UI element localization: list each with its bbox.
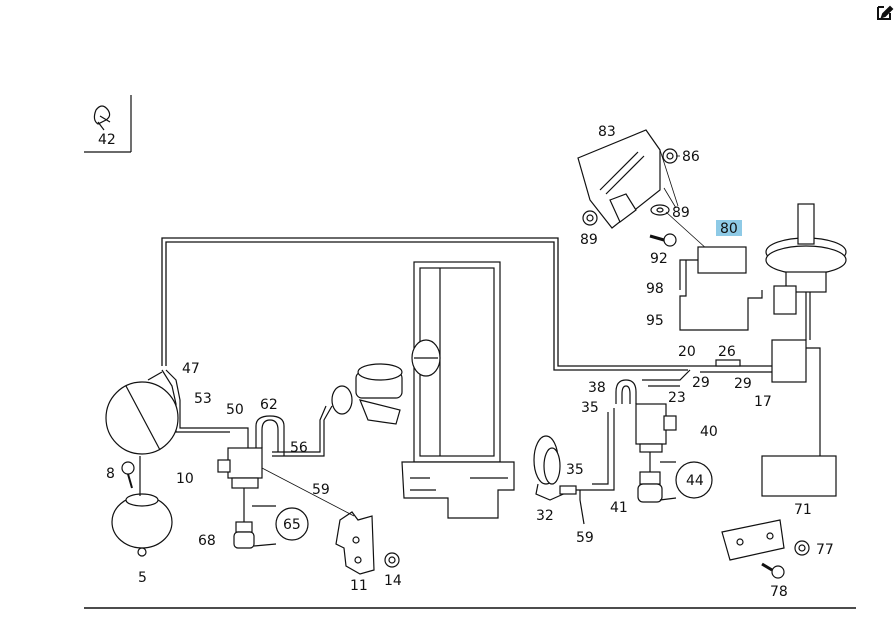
callout-47: 47 xyxy=(182,361,200,377)
callout-11: 11 xyxy=(350,578,368,594)
hose-47-53-inner xyxy=(161,369,230,433)
callout-68: 68 xyxy=(198,533,216,549)
circle-44 xyxy=(675,461,713,499)
valve-41 xyxy=(637,471,663,503)
callout-98: 98 xyxy=(646,281,664,297)
callout-29-left: 29 xyxy=(692,375,710,391)
hose-47-53 xyxy=(165,369,230,429)
callout-35-top: 35 xyxy=(581,400,599,416)
edit-icon[interactable] xyxy=(874,3,894,23)
highlight-80 xyxy=(716,220,742,236)
switchover-valve-center xyxy=(331,339,441,425)
screw-8 xyxy=(121,461,135,489)
hose-56-inner xyxy=(272,405,327,453)
callout-23: 23 xyxy=(668,390,686,406)
callout-83: 83 xyxy=(598,124,616,140)
legend-label: 42 xyxy=(98,132,116,148)
callout-17: 17 xyxy=(754,394,772,410)
nut-86 xyxy=(662,148,678,164)
callout-29-right: 29 xyxy=(734,376,752,392)
callout-50: 50 xyxy=(226,402,244,418)
bolt-78 xyxy=(761,562,785,579)
callout-65: 65 xyxy=(283,517,301,533)
callout-14: 14 xyxy=(384,573,402,589)
callout-92: 92 xyxy=(650,251,668,267)
callout-86: 86 xyxy=(682,149,700,165)
wire-44 xyxy=(659,461,677,501)
callout-20: 20 xyxy=(678,344,696,360)
nut-14 xyxy=(384,552,400,568)
nut-77 xyxy=(794,540,810,556)
callout-59-left: 59 xyxy=(312,482,330,498)
callout-26: 26 xyxy=(718,344,736,360)
callout-62: 62 xyxy=(260,397,278,413)
wire-65 xyxy=(252,505,277,547)
callout-labels: 83 86 89 89 80 92 98 95 20 26 29 29 17 4… xyxy=(106,124,834,600)
callout-8: 8 xyxy=(106,466,115,482)
bracket-83 xyxy=(577,129,661,229)
washer-89a xyxy=(650,204,670,216)
callout-41: 41 xyxy=(610,500,628,516)
part-80-box xyxy=(697,246,747,274)
callout-78: 78 xyxy=(770,584,788,600)
valve-68 xyxy=(233,488,255,549)
legend-box: 42 xyxy=(84,95,132,153)
callout-77: 77 xyxy=(816,542,834,558)
callout-59-right: 59 xyxy=(576,530,594,546)
callout-89-left: 89 xyxy=(580,232,598,248)
vacuum-line-main xyxy=(161,237,688,371)
callout-40: 40 xyxy=(700,424,718,440)
hose-59-right xyxy=(579,490,585,525)
valve-17-box xyxy=(771,339,807,383)
callout-89-right: 89 xyxy=(672,205,690,221)
callout-56: 56 xyxy=(290,440,308,456)
actuator-32 xyxy=(533,435,569,501)
callout-5: 5 xyxy=(138,570,147,586)
engine-intake xyxy=(401,261,515,519)
callout-38: 38 xyxy=(588,380,606,396)
vacuum-hose-98-95 xyxy=(679,259,763,331)
hose-clamp-icon xyxy=(93,105,111,131)
callout-32: 32 xyxy=(536,508,554,524)
leader-10-11 xyxy=(261,467,355,517)
leader-lines-bracket xyxy=(659,149,709,251)
callout-35-bottom: 35 xyxy=(566,462,584,478)
line-to-71 xyxy=(806,347,821,456)
bracket-11 xyxy=(335,511,375,575)
callout-53: 53 xyxy=(194,391,212,407)
callout-80: 80 xyxy=(720,221,738,237)
connector-26 xyxy=(715,359,741,367)
circle-65 xyxy=(275,507,309,541)
bolt-92 xyxy=(649,233,677,247)
reservoir-5 xyxy=(111,456,173,557)
unit-71-box xyxy=(761,455,837,497)
reservoir-round xyxy=(105,371,179,455)
line-20-26 xyxy=(688,365,772,373)
bracket-71 xyxy=(721,519,785,561)
callout-71: 71 xyxy=(794,502,812,518)
valve-40 xyxy=(615,369,691,472)
connector-35 xyxy=(559,485,577,495)
hose-56 xyxy=(272,405,333,457)
callout-95: 95 xyxy=(646,313,664,329)
callout-44: 44 xyxy=(686,473,704,489)
brake-booster xyxy=(765,203,847,340)
nut-89b xyxy=(582,210,598,226)
valve-10 xyxy=(217,415,285,489)
callout-10: 10 xyxy=(176,471,194,487)
